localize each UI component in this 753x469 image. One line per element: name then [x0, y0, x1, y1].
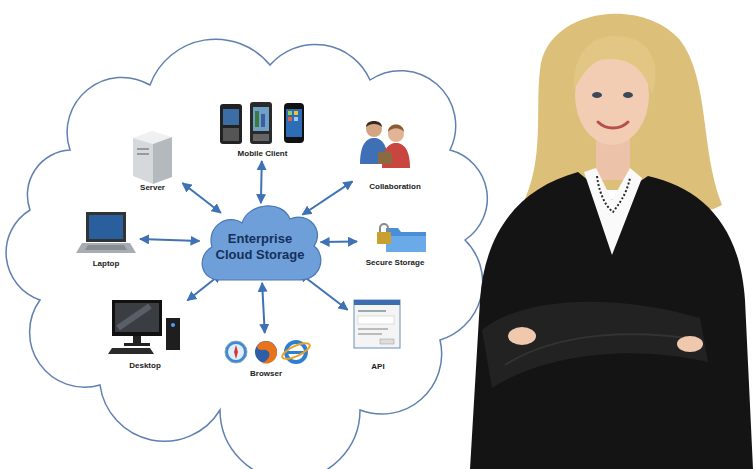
- laptop-icon: [76, 212, 136, 253]
- device-label: Browser: [250, 369, 282, 378]
- phones-icon: [220, 102, 304, 144]
- server-icon: [133, 138, 153, 184]
- people-icon: [366, 121, 382, 137]
- device-label: Secure Storage: [366, 258, 425, 267]
- cloud-outline: [6, 39, 487, 469]
- browser-icons: [228, 344, 244, 360]
- businesswoman-photo: [584, 168, 642, 255]
- lock-folder-icon: [386, 228, 426, 252]
- browser-icons: [225, 341, 247, 363]
- phones-icon: [261, 114, 265, 127]
- sync-arrow: [262, 283, 265, 333]
- sync-arrow: [182, 183, 220, 213]
- businesswoman-photo: [592, 92, 602, 98]
- browser-icons: [257, 341, 277, 363]
- people-icon: [360, 121, 410, 168]
- sync-arrow: [140, 239, 199, 241]
- laptop-icon: [76, 243, 136, 253]
- device-node: Laptop: [75, 208, 137, 268]
- lock-folder-icon: [377, 232, 391, 244]
- businesswoman-photo: [508, 327, 536, 345]
- businesswoman-photo: [598, 122, 628, 128]
- device-node: Secure Storage: [360, 215, 430, 267]
- device-node: Mobile Client: [215, 100, 310, 158]
- businesswoman-photo: [623, 92, 633, 98]
- api-window-icon: [358, 310, 386, 312]
- people-icon: [388, 125, 404, 133]
- desktop-icon: [124, 343, 150, 346]
- desktop-icon: [166, 318, 180, 350]
- cloud-shape: [202, 206, 321, 280]
- phones-icon: [255, 111, 259, 127]
- browser-icons: [234, 345, 238, 359]
- device-label: Collaboration: [369, 182, 421, 191]
- sync-arrow: [302, 181, 352, 214]
- laptop-icon: [86, 212, 126, 242]
- businesswoman-photo: [470, 14, 753, 469]
- phones-icon: [220, 104, 242, 144]
- desktop-icon: [171, 323, 175, 327]
- laptop-icon: [89, 215, 123, 239]
- cloud-storage-node: Enterprise Cloud Storage: [196, 198, 324, 288]
- phones-icon: [250, 102, 272, 144]
- api-window-icon: [354, 300, 400, 305]
- phones-icon: [253, 107, 269, 131]
- cloud-title: Enterprise Cloud Storage: [213, 231, 307, 262]
- device-node: API: [350, 295, 406, 371]
- sync-arrow: [260, 161, 263, 203]
- phones-icon: [288, 117, 292, 121]
- phones-icon: [294, 111, 298, 115]
- businesswoman-photo: [574, 36, 656, 95]
- people-icon: [366, 121, 382, 127]
- laptop-icon: [85, 245, 127, 250]
- device-node: Collaboration: [355, 115, 435, 191]
- device-node: Desktop: [105, 298, 185, 370]
- businesswoman-photo: [677, 336, 703, 352]
- phones-icon: [223, 109, 239, 125]
- device-node: Server: [125, 128, 180, 192]
- api-window-icon: [358, 328, 388, 330]
- phones-icon: [288, 111, 292, 115]
- desktop-icon: [108, 300, 180, 354]
- businesswoman-photo: [482, 302, 708, 388]
- people-icon: [378, 152, 392, 164]
- server-icon: [137, 153, 149, 155]
- desktop-icon: [108, 348, 154, 354]
- phones-icon: [286, 109, 302, 137]
- api-window-icon: [358, 333, 382, 335]
- desktop-icon: [112, 300, 162, 336]
- phones-icon: [294, 117, 298, 121]
- sync-arrow: [321, 241, 357, 244]
- desktop-icon: [118, 306, 150, 328]
- phones-icon: [253, 134, 269, 141]
- phones-icon: [284, 103, 304, 143]
- businesswoman-photo: [597, 176, 630, 212]
- browser-icons: [255, 341, 277, 363]
- api-window-icon: [354, 300, 400, 348]
- api-window-icon: [380, 339, 394, 344]
- desktop-icon: [133, 336, 141, 343]
- server-icon: [137, 148, 149, 150]
- phones-icon: [223, 128, 239, 141]
- device-label: API: [371, 362, 384, 371]
- api-window-icon: [354, 300, 400, 348]
- server-icon: [133, 131, 172, 184]
- api-window-icon: [358, 316, 394, 324]
- device-label: Laptop: [93, 259, 120, 268]
- device-label: Mobile Client: [238, 149, 288, 158]
- lock-folder-icon: [386, 236, 426, 252]
- browser-icons: [280, 340, 311, 362]
- device-node: Browser: [220, 336, 312, 378]
- device-label: Server: [140, 183, 165, 192]
- device-label: Desktop: [129, 361, 161, 370]
- lock-folder-icon: [380, 224, 388, 233]
- browser-icons: [225, 340, 312, 363]
- server-icon: [153, 137, 172, 184]
- lock-folder-icon: [377, 224, 426, 252]
- desktop-icon: [115, 303, 159, 332]
